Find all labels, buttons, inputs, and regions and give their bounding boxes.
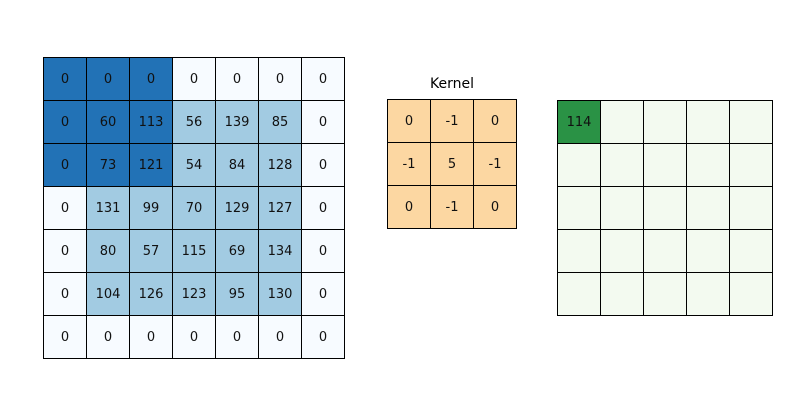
input-cell-6-5: 0 [259, 316, 301, 358]
input-cell-1-4: 139 [216, 101, 258, 143]
output-cell-2-1 [601, 187, 643, 229]
output-cell-3-2 [644, 230, 686, 272]
input-cell-6-4: 0 [216, 316, 258, 358]
output-cell-1-4 [730, 144, 772, 186]
input-cell-2-2: 121 [130, 144, 172, 186]
output-cell-3-0 [558, 230, 600, 272]
input-cell-5-1: 104 [87, 273, 129, 315]
input-cell-3-4: 129 [216, 187, 258, 229]
input-cell-6-2: 0 [130, 316, 172, 358]
input-cell-3-0: 0 [44, 187, 86, 229]
output-cell-1-3 [687, 144, 729, 186]
input-cell-1-2: 113 [130, 101, 172, 143]
output-cell-2-2 [644, 187, 686, 229]
output-cell-2-4 [730, 187, 772, 229]
output-cell-4-1 [601, 273, 643, 315]
output-cell-2-0 [558, 187, 600, 229]
kernel-cell-0-1: -1 [431, 100, 473, 142]
kernel-cell-0-2: 0 [474, 100, 516, 142]
input-cell-2-5: 128 [259, 144, 301, 186]
input-cell-0-0: 0 [44, 58, 86, 100]
output-cell-4-2 [644, 273, 686, 315]
output-cell-1-1 [601, 144, 643, 186]
input-cell-4-3: 115 [173, 230, 215, 272]
input-cell-4-5: 134 [259, 230, 301, 272]
kernel-cell-1-0: -1 [388, 143, 430, 185]
input-cell-5-3: 123 [173, 273, 215, 315]
input-cell-1-5: 85 [259, 101, 301, 143]
input-cell-1-3: 56 [173, 101, 215, 143]
input-cell-2-3: 54 [173, 144, 215, 186]
input-cell-6-0: 0 [44, 316, 86, 358]
output-cell-1-0 [558, 144, 600, 186]
kernel-cell-1-2: -1 [474, 143, 516, 185]
input-cell-3-6: 0 [302, 187, 344, 229]
output-cell-0-0: 114 [558, 101, 600, 143]
kernel-title: Kernel [430, 76, 474, 92]
input-cell-5-5: 130 [259, 273, 301, 315]
kernel-cell-2-2: 0 [474, 186, 516, 228]
kernel-cell-0-0: 0 [388, 100, 430, 142]
output-cell-4-0 [558, 273, 600, 315]
input-cell-0-1: 0 [87, 58, 129, 100]
input-cell-0-2: 0 [130, 58, 172, 100]
input-cell-3-2: 99 [130, 187, 172, 229]
input-cell-5-0: 0 [44, 273, 86, 315]
kernel-cell-2-0: 0 [388, 186, 430, 228]
input-cell-2-4: 84 [216, 144, 258, 186]
input-cell-0-3: 0 [173, 58, 215, 100]
input-cell-2-0: 0 [44, 144, 86, 186]
input-cell-2-1: 73 [87, 144, 129, 186]
input-cell-5-4: 95 [216, 273, 258, 315]
input-cell-1-1: 60 [87, 101, 129, 143]
output-cell-4-4 [730, 273, 772, 315]
input-cell-3-3: 70 [173, 187, 215, 229]
input-cell-1-0: 0 [44, 101, 86, 143]
input-cell-6-3: 0 [173, 316, 215, 358]
input-cell-4-0: 0 [44, 230, 86, 272]
output-cell-3-1 [601, 230, 643, 272]
kernel-cell-2-1: -1 [431, 186, 473, 228]
input-cell-5-6: 0 [302, 273, 344, 315]
input-cell-6-1: 0 [87, 316, 129, 358]
output-cell-4-3 [687, 273, 729, 315]
output-cell-1-2 [644, 144, 686, 186]
output-cell-3-3 [687, 230, 729, 272]
input-cell-0-6: 0 [302, 58, 344, 100]
input-cell-5-2: 126 [130, 273, 172, 315]
input-cell-4-2: 57 [130, 230, 172, 272]
input-cell-4-6: 0 [302, 230, 344, 272]
output-cell-0-4 [730, 101, 772, 143]
input-cell-1-6: 0 [302, 101, 344, 143]
input-cell-4-1: 80 [87, 230, 129, 272]
output-cell-0-2 [644, 101, 686, 143]
output-cell-3-4 [730, 230, 772, 272]
input-cell-6-6: 0 [302, 316, 344, 358]
output-cell-0-3 [687, 101, 729, 143]
input-cell-3-1: 131 [87, 187, 129, 229]
kernel-cell-1-1: 5 [431, 143, 473, 185]
input-cell-0-4: 0 [216, 58, 258, 100]
input-cell-3-5: 127 [259, 187, 301, 229]
input-cell-0-5: 0 [259, 58, 301, 100]
output-cell-2-3 [687, 187, 729, 229]
output-matrix: 114 [557, 100, 773, 316]
input-cell-4-4: 69 [216, 230, 258, 272]
input-cell-2-6: 0 [302, 144, 344, 186]
output-cell-0-1 [601, 101, 643, 143]
